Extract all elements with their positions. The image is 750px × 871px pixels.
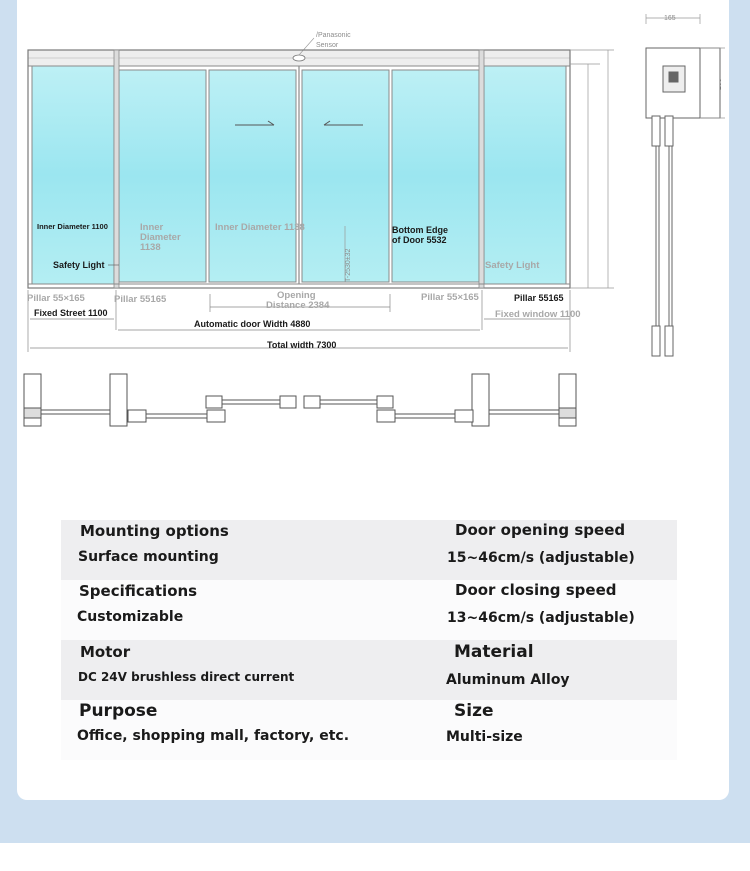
total-width-label: Total width 7300: [267, 340, 336, 350]
spec-key: Purpose: [79, 701, 158, 721]
specs-table: Mounting options Surface mounting Door o…: [61, 520, 677, 760]
pillar-left-label: Pillar 55×165: [27, 293, 86, 304]
height-dimensions: [570, 49, 614, 289]
spec-value: 15~46cm/s (adjustable): [447, 550, 635, 566]
fixed-window-label: Fixed window 1100: [495, 309, 581, 320]
glass-panels: [31, 65, 567, 285]
spec-row: Motor DC 24V brushless direct current Ma…: [61, 640, 677, 700]
opening-distance-label: Distance 2384: [266, 300, 330, 311]
door-open-arrows: [235, 120, 363, 126]
pillar-left: [113, 49, 120, 289]
spec-value: Multi-size: [446, 729, 523, 745]
inner-diameter-second: Inner: [140, 222, 164, 233]
safety-light-right: Safety Light: [485, 260, 540, 271]
spec-key: Size: [454, 701, 494, 721]
spec-value: 13~46cm/s (adjustable): [447, 610, 635, 626]
spec-value: DC 24V brushless direct current: [78, 670, 295, 684]
door-technical-drawing: T-2530±32 /Panasonic Sensor 165 200 Inne…: [23, 14, 725, 427]
inner-diameter-second: Diameter: [140, 232, 181, 243]
plan-view: [23, 373, 577, 427]
spec-value: Surface mounting: [78, 549, 219, 565]
fixed-street-label: Fixed Street 1100: [34, 308, 108, 318]
spec-key: Specifications: [79, 582, 198, 600]
outer-frame: [27, 49, 571, 289]
spec-key: Door opening speed: [455, 521, 626, 539]
pillar-right-label: Pillar 55165: [514, 293, 564, 303]
auto-door-width-label: Automatic door Width 4880: [194, 319, 310, 329]
pillar-fourth-label: Pillar 55×165: [421, 292, 480, 303]
spec-key: Material: [454, 642, 534, 662]
spec-row: Mounting options Surface mounting Door o…: [61, 520, 677, 580]
spec-value: Office, shopping mall, factory, etc.: [77, 728, 350, 744]
bottom-edge-label: of Door 5532: [392, 235, 447, 245]
inner-diameter-second: 1138: [140, 242, 161, 253]
spec-value: Aluminum Alloy: [446, 672, 570, 688]
spec-row: Purpose Office, shopping mall, factory, …: [61, 700, 677, 760]
sensor-label: /Panasonic: [316, 32, 351, 39]
spec-key: Motor: [80, 643, 131, 661]
inner-diameter-left: Inner Diameter 1100: [37, 222, 108, 231]
inner-diameter-center: Inner Diameter 1138: [215, 222, 305, 233]
pillar-second-label: Pillar 55165: [114, 294, 167, 305]
dim-top-right: 165: [664, 15, 676, 22]
sensor-label: Sensor: [316, 42, 339, 49]
safety-light-left: Safety Light: [53, 260, 105, 270]
spec-value: Customizable: [77, 609, 184, 625]
spec-key: Door closing speed: [455, 581, 617, 599]
sensor-icon: [292, 54, 306, 62]
spec-key: Mounting options: [80, 522, 229, 540]
vertical-dim-label: T-2530±32: [345, 248, 352, 282]
spec-row: Specifications Customizable Door closing…: [61, 580, 677, 640]
pillar-right: [478, 49, 485, 289]
width-dimensions: [27, 290, 571, 352]
opening-distance-label: Opening: [277, 290, 316, 301]
side-section-view: [645, 14, 725, 357]
bottom-edge-label: Bottom Edge: [392, 225, 448, 235]
bottom-band: [0, 843, 750, 871]
